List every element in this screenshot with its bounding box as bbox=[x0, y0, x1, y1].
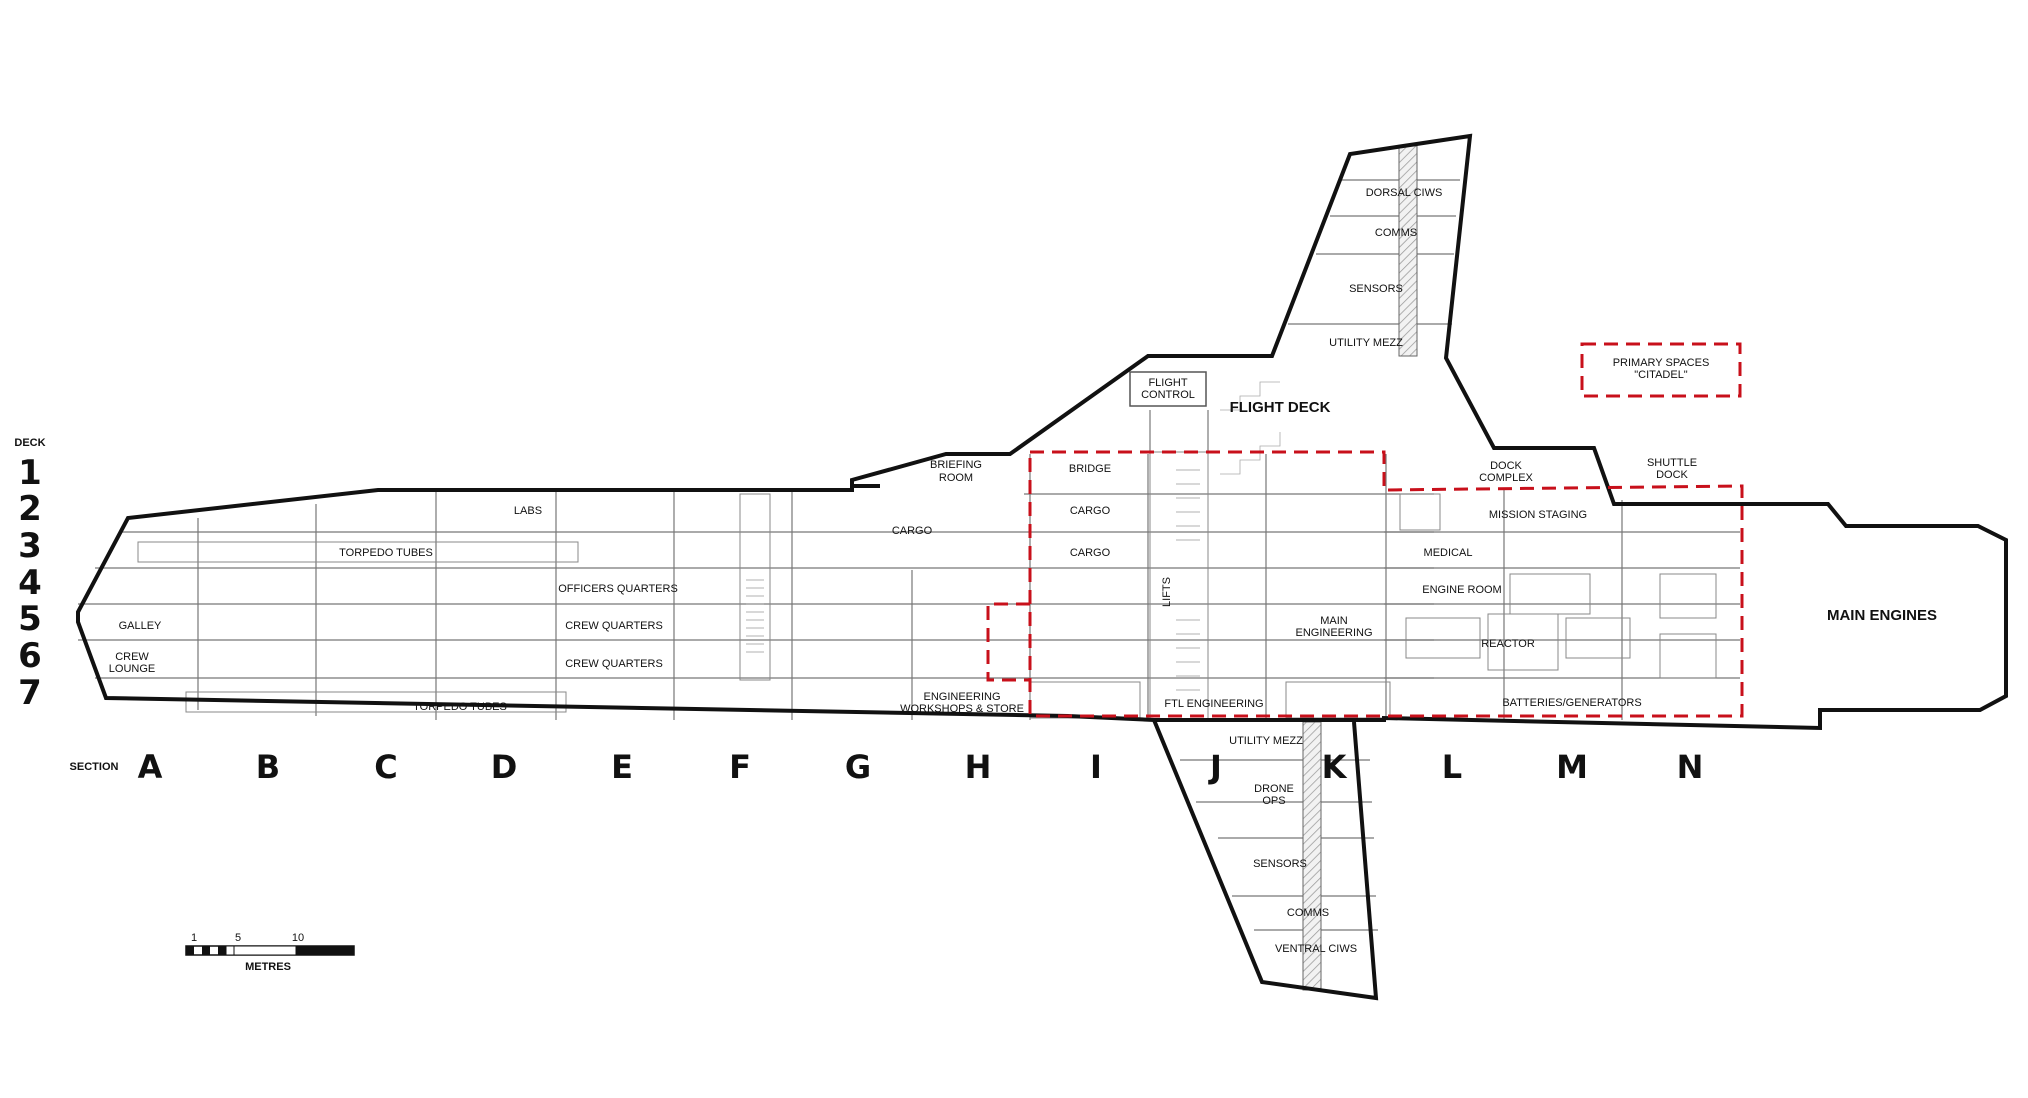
room-crew-quarters-1: CREW QUARTERS bbox=[565, 620, 663, 632]
room-engineering-workshops-2: WORKSHOPS & STORE bbox=[900, 703, 1024, 715]
room-drone-ops-2: OPS bbox=[1262, 795, 1285, 807]
scale-unit: METRES bbox=[245, 961, 291, 973]
room-comms-top: COMMS bbox=[1375, 227, 1417, 239]
stair-ladder bbox=[746, 469, 1200, 691]
room-cargo-g: CARGO bbox=[892, 525, 933, 537]
room-drone-ops: DRONE bbox=[1254, 783, 1294, 795]
room-shuttle-dock: SHUTTLE bbox=[1647, 457, 1697, 469]
section-m: M bbox=[1556, 748, 1588, 786]
legend-line-2: "CITADEL" bbox=[1634, 369, 1688, 381]
room-galley: GALLEY bbox=[119, 620, 162, 632]
room-engineering-workshops: ENGINEERING bbox=[923, 691, 1000, 703]
room-ventral-ciws: VENTRAL CIWS bbox=[1275, 943, 1357, 955]
room-reactor: REACTOR bbox=[1481, 638, 1535, 650]
room-bridge: BRIDGE bbox=[1069, 463, 1111, 475]
deck-6: 6 bbox=[18, 636, 42, 676]
room-main-engineering: MAIN bbox=[1320, 615, 1348, 627]
room-comms-bottom: COMMS bbox=[1287, 907, 1329, 919]
deck-3: 3 bbox=[18, 526, 42, 566]
section-header: SECTION bbox=[70, 761, 119, 773]
room-flight-control: FLIGHT bbox=[1148, 377, 1187, 389]
section-a: A bbox=[138, 748, 163, 786]
deck-1: 1 bbox=[18, 453, 42, 493]
section-l: L bbox=[1442, 748, 1462, 786]
section-f: F bbox=[729, 748, 751, 786]
citadel-outline bbox=[986, 342, 1744, 718]
deck-2: 2 bbox=[18, 489, 42, 529]
legend-swatch bbox=[1580, 342, 1742, 398]
room-flight-control-2: CONTROL bbox=[1141, 389, 1195, 401]
room-dock-complex-2: COMPLEX bbox=[1479, 472, 1533, 484]
room-lifts: LIFTS bbox=[1161, 577, 1173, 607]
section-i: I bbox=[1090, 748, 1102, 786]
section-e: E bbox=[611, 748, 633, 786]
room-officers: OFFICERS QUARTERS bbox=[558, 583, 678, 595]
room-cargo-2: CARGO bbox=[1070, 505, 1111, 517]
dorsal-shaft bbox=[1398, 145, 1418, 357]
section-h: H bbox=[965, 748, 992, 786]
room-utility-mezz-top: UTILITY MEZZ bbox=[1329, 337, 1403, 349]
section-c: C bbox=[374, 748, 397, 786]
room-sensors-top: SENSORS bbox=[1349, 283, 1403, 295]
deck-header: DECK bbox=[14, 437, 45, 449]
deck-5: 5 bbox=[18, 599, 42, 639]
room-main-engineering-2: ENGINEERING bbox=[1295, 627, 1372, 639]
room-utility-mezz-bottom: UTILITY MEZZ bbox=[1229, 735, 1303, 747]
torpedo-tube-top bbox=[137, 541, 579, 563]
section-n: N bbox=[1677, 748, 1704, 786]
room-briefing-2: ROOM bbox=[939, 472, 973, 484]
scale-tick-5: 5 bbox=[235, 932, 241, 944]
room-torpedo-top: TORPEDO TUBES bbox=[339, 547, 433, 559]
room-batteries-generators: BATTERIES/GENERATORS bbox=[1502, 697, 1641, 709]
section-b: B bbox=[256, 748, 280, 786]
room-cargo-3: CARGO bbox=[1070, 547, 1111, 559]
room-crew-lounge: CREW bbox=[115, 651, 149, 663]
deck-7: 7 bbox=[18, 673, 42, 713]
room-crew-lounge-2: LOUNGE bbox=[109, 663, 155, 675]
deck-4: 4 bbox=[18, 563, 42, 603]
room-dock-complex: DOCK bbox=[1490, 460, 1522, 472]
room-labs: LABS bbox=[514, 505, 542, 517]
room-mission-staging: MISSION STAGING bbox=[1489, 509, 1587, 521]
torpedo-tube-bottom bbox=[185, 691, 567, 713]
scale-tick-10: 10 bbox=[292, 932, 304, 944]
hull-outline bbox=[76, 133, 2008, 1001]
room-labels: DORSAL CIWS COMMS SENSORS UTILITY MEZZ F… bbox=[109, 187, 1937, 955]
section-axis: SECTION A B C D E F G H I J K L M N bbox=[70, 748, 1704, 786]
room-sensors-bottom: SENSORS bbox=[1253, 858, 1307, 870]
room-torpedo-bottom: TORPEDO TUBES bbox=[413, 701, 507, 713]
room-briefing: BRIEFING bbox=[930, 459, 982, 471]
scale-bar: 1 5 10 METRES bbox=[185, 932, 355, 973]
section-k: K bbox=[1322, 748, 1348, 786]
legend: PRIMARY SPACES "CITADEL" bbox=[1613, 357, 1710, 381]
room-flight-deck: FLIGHT DECK bbox=[1230, 399, 1331, 416]
flight-control-box bbox=[1129, 371, 1207, 407]
room-dorsal-ciws: DORSAL CIWS bbox=[1366, 187, 1443, 199]
deck-axis: DECK 1 2 3 4 5 6 7 bbox=[14, 437, 45, 713]
legend-line-1: PRIMARY SPACES bbox=[1613, 357, 1710, 369]
room-main-engines: MAIN ENGINES bbox=[1827, 607, 1937, 624]
scale-tick-1: 1 bbox=[191, 932, 197, 944]
deck-grid bbox=[78, 145, 1740, 991]
room-crew-quarters-2: CREW QUARTERS bbox=[565, 658, 663, 670]
room-shuttle-dock-2: DOCK bbox=[1656, 469, 1688, 481]
section-j: J bbox=[1208, 748, 1222, 786]
room-ftl-engineering: FTL ENGINEERING bbox=[1164, 698, 1263, 710]
room-engine-room: ENGINE ROOM bbox=[1422, 584, 1501, 596]
section-d: D bbox=[491, 748, 518, 786]
section-g: G bbox=[845, 748, 871, 786]
room-medical: MEDICAL bbox=[1424, 547, 1473, 559]
